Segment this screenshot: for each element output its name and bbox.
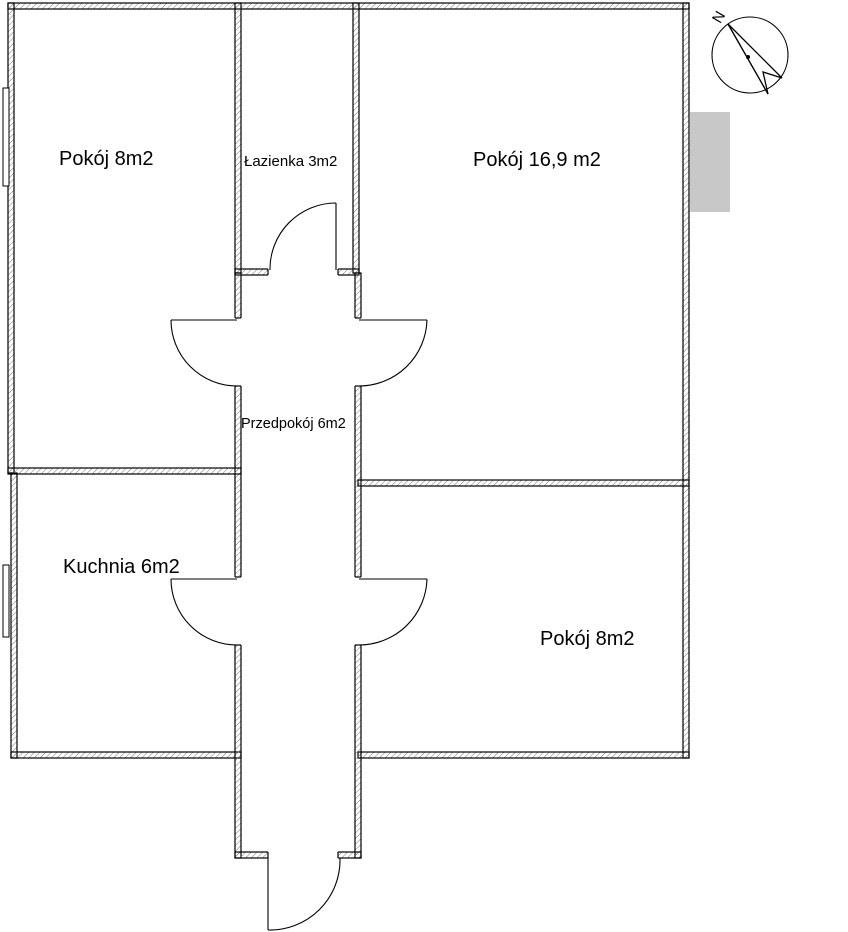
window-pokoj-1 [2,87,10,187]
room-label-pokoj-2: Pokój 16,9 m2 [473,149,601,171]
door-jambs [235,269,361,858]
wall-bath-left [234,2,242,274]
window-kuchnia [2,564,10,638]
room-label-kuchnia: Kuchnia 6m2 [63,556,180,578]
wall-bath-right [352,2,360,274]
room-label-lazienka: Łazienka 3m2 [244,153,337,170]
doors [170,202,428,931]
wall-bottom-left [10,751,242,759]
compass-north-label: N [709,8,729,26]
room-label-pokoj-1: Pokój 8m2 [59,148,154,170]
compass: N [709,8,789,95]
door-openings [234,268,362,859]
door-kuchnia [170,578,238,646]
door-pokoj-2 [358,319,428,387]
wall-rooms-divider [357,479,690,487]
wall-left-lower [10,472,18,759]
room-labels: Pokój 8m2 Łazienka 3m2 Pokój 16,9 m2 Prz… [59,148,635,650]
room-label-pokoj-3: Pokój 8m2 [540,628,635,650]
room-label-przedpokoj: Przedpokój 6m2 [241,416,346,432]
compass-arrow-icon [727,23,783,95]
walls [7,2,690,859]
wall-right [682,2,690,759]
door-lazienka [269,202,337,271]
wall-kitchen-top [7,467,242,475]
door-entrance [267,857,341,931]
compass-ring [711,16,789,94]
wall-top [7,2,690,10]
windows [2,87,10,638]
door-pokoj-3 [358,578,428,646]
door-pokoj-1 [170,319,238,387]
balcony-block [690,112,730,212]
wall-left-upper [7,2,15,474]
wall-bottom-right [357,751,690,759]
